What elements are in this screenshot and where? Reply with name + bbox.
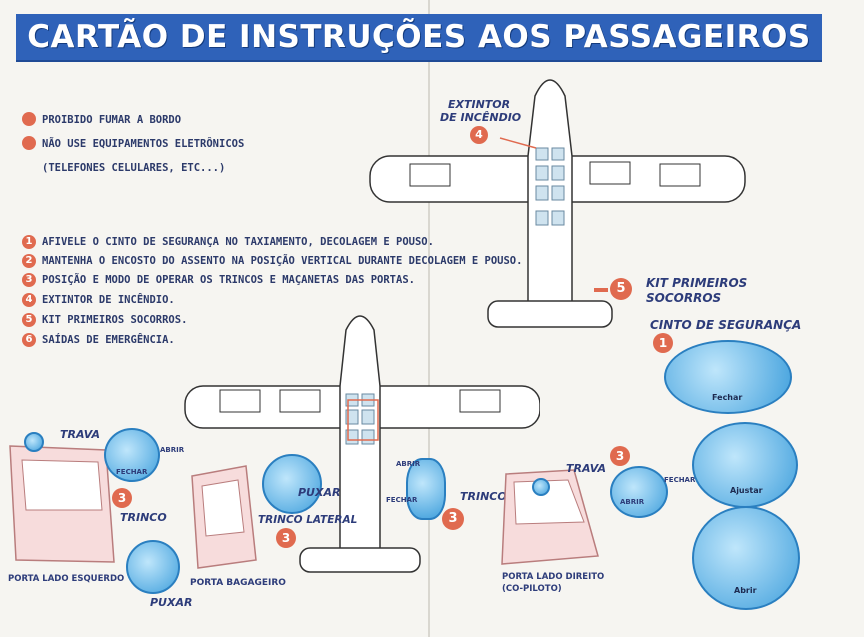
left-latch-bubble (104, 428, 160, 482)
latch-zoom-icon (24, 432, 44, 452)
right-latch-zoom-icon (532, 478, 550, 496)
instruction-number: 1 (22, 235, 36, 249)
instruction-number: 2 (22, 254, 36, 268)
kit-arrow-icon (594, 288, 608, 292)
open-label: Abrir (734, 586, 757, 595)
right-latch-bubble (610, 466, 668, 518)
first-aid-label-2: SOCORROS (646, 291, 722, 305)
left-open-label: ABRIR (160, 446, 185, 454)
left-door-diagram (9, 445, 115, 563)
no-smoking-icon (22, 112, 36, 126)
mid-close-label: FECHAR (386, 496, 418, 504)
warning-no-smoking: PROIBIDO FUMAR A BORDO (42, 114, 182, 126)
baggage-handle-bubble (262, 454, 322, 514)
instruction-number: 5 (22, 313, 36, 327)
no-electronics-icon (22, 136, 36, 150)
right-close-label: FECHAR (664, 476, 696, 484)
baggage-door-diagram (191, 465, 257, 569)
left-pull-bubble (126, 540, 180, 594)
adjust-label: Ajustar (730, 486, 763, 495)
mid-badge: 3 (442, 508, 464, 530)
mid-latch-bubble (406, 458, 446, 520)
instruction-item: EXTINTOR DE INCÊNDIO. (42, 294, 175, 306)
instruction-number: 3 (22, 273, 36, 287)
instruction-item: SAÍDAS DE EMERGÊNCIA. (42, 334, 175, 346)
extinguisher-label: EXTINTOR (448, 98, 511, 111)
right-door-diagram (501, 469, 599, 565)
baggage-pull-label: PUXAR (298, 486, 341, 499)
extinguisher-badge: 4 (470, 126, 488, 144)
card-fold (428, 0, 430, 637)
seatbelt-fasten-bubble (664, 340, 792, 414)
left-pull-label: PUXAR (150, 596, 193, 609)
mid-open-label: ABRIR (396, 460, 421, 468)
seatbelt-open-bubble (692, 506, 800, 610)
instruction-item: MANTENHA O ENCOSTO DO ASSENTO NA POSIÇÃO… (42, 255, 523, 267)
instruction-number: 4 (22, 293, 36, 307)
page-title: CARTÃO DE INSTRUÇÕES AOS PASSAGEIROS (27, 19, 811, 55)
instruction-item: POSIÇÃO E MODO DE OPERAR OS TRINCOS E MA… (42, 274, 415, 286)
instruction-item: AFIVELE O CINTO DE SEGURANÇA NO TAXIAMEN… (42, 236, 434, 248)
left-close-label: FECHAR (116, 468, 148, 476)
left-door-badge: 3 (112, 488, 132, 508)
left-latch-label: TRAVA (60, 428, 101, 441)
baggage-door-caption: PORTA BAGAGEIRO (190, 578, 286, 588)
side-latch-label: TRINCO LATERAL (258, 514, 358, 526)
seatbelt-badge: 1 (653, 333, 673, 353)
instruction-item: KIT PRIMEIROS SOCORROS. (42, 314, 188, 326)
right-open-label: ABRIR (620, 498, 645, 506)
instruction-number: 6 (22, 333, 36, 347)
seatbelt-title: CINTO DE SEGURANÇA (650, 318, 802, 332)
airplane-top-diagram (369, 79, 746, 328)
airplane-bottom-diagram (184, 315, 540, 573)
warning-no-electronics: NÃO USE EQUIPAMENTOS ELETRÔNICOS (42, 138, 245, 150)
seatbelt-adjust-bubble (692, 422, 798, 508)
first-aid-label: KIT PRIMEIROS (646, 276, 748, 290)
right-door-badge: 3 (610, 446, 630, 466)
right-door-caption-2: (CO-PILOTO) (502, 584, 562, 594)
warning-phones: (TELEFONES CELULARES, ETC...) (42, 162, 226, 174)
right-latch-label: TRAVA (566, 462, 607, 475)
first-aid-badge: 5 (610, 278, 632, 300)
left-door-caption: PORTA LADO ESQUERDO (8, 574, 125, 584)
right-door-caption: PORTA LADO DIREITO (502, 572, 605, 582)
baggage-badge: 3 (276, 528, 296, 548)
mid-handle-label: TRINCO (460, 490, 507, 503)
title-banner: CARTÃO DE INSTRUÇÕES AOS PASSAGEIROS (16, 14, 822, 62)
extinguisher-label-2: DE INCÊNDIO (440, 111, 522, 124)
fasten-label: Fechar (712, 393, 743, 402)
left-handle-label: TRINCO (120, 511, 167, 524)
